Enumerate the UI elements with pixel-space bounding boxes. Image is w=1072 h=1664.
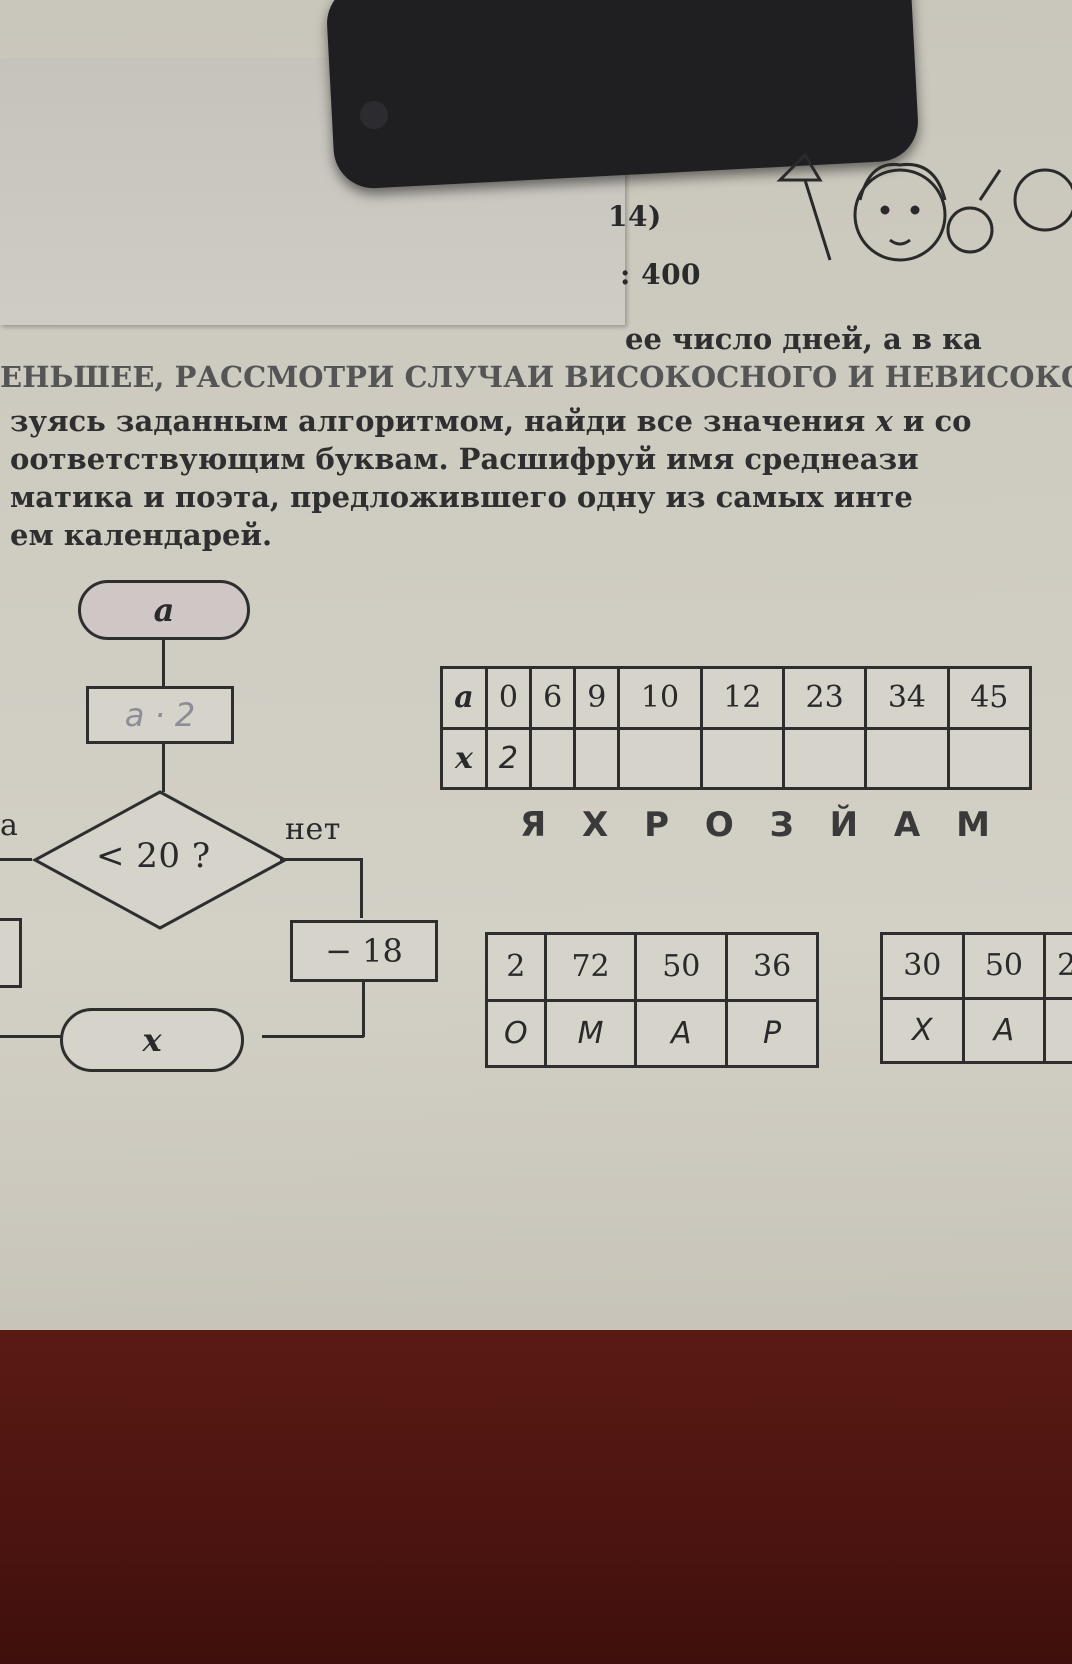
table-cell: 6 <box>529 666 577 730</box>
table-cell: 10 <box>617 666 703 730</box>
table-cell: 12 <box>699 666 785 730</box>
table-cell <box>699 726 785 790</box>
table-row: Х А <box>880 996 1072 1064</box>
text-line-6: ем календарей. <box>10 518 273 552</box>
no-label: нет <box>285 812 341 847</box>
letter: Й <box>829 805 871 845</box>
flow-step-subtract: − 18 <box>290 920 438 982</box>
table-cell: 23 <box>781 666 868 730</box>
table-cell: 34 <box>864 666 950 730</box>
var-x: x <box>875 404 893 438</box>
table-cell <box>529 726 577 790</box>
table-cell <box>946 726 1033 790</box>
arrow-left-end <box>262 1035 364 1038</box>
step1-text: a · 2 <box>124 696 196 734</box>
table-cell: 36 <box>725 932 819 1002</box>
flow-start: a <box>78 580 250 640</box>
answer-table-2: 30 50 2 Х А <box>880 932 1072 1064</box>
table-cell: 2 <box>484 726 533 790</box>
main-table: a 0 6 9 10 12 23 34 45 x 2 <box>440 666 1033 790</box>
table-row-a: a 0 6 9 10 12 23 34 45 <box>440 666 1033 730</box>
letter: Р <box>644 805 682 845</box>
flow-condition <box>31 790 289 930</box>
table-cell <box>781 726 868 790</box>
text-line-3: зуясь заданным алгоритмом, найди все зна… <box>10 404 866 438</box>
cartoon-illustration <box>776 152 1072 262</box>
letter: М <box>956 805 1002 845</box>
flow-yes-box <box>0 918 22 988</box>
table-cell: 30 <box>880 932 965 1000</box>
table-cell: 72 <box>543 932 638 1002</box>
table-row-x: x 2 <box>440 726 1033 790</box>
table-cell: А <box>634 998 729 1068</box>
table-row: 30 50 2 <box>880 932 1072 1000</box>
table-cell: a <box>440 666 488 730</box>
condition-text: < 20 ? <box>96 836 211 876</box>
letter-row: Я Х Р О З Й А М <box>520 805 1002 845</box>
arrow-down-2 <box>162 744 165 792</box>
page-ref: 14) <box>608 200 662 233</box>
table-cell: 9 <box>573 666 621 730</box>
text-line-1: ее число дней, а в ка <box>625 322 982 356</box>
table-cell <box>573 726 621 790</box>
arrow-down-1 <box>162 640 165 686</box>
letter: Я <box>520 805 559 845</box>
table-cell: x <box>440 726 488 790</box>
table-cell: 50 <box>961 932 1047 1000</box>
table-cell: А <box>961 996 1047 1064</box>
text-line-4: оответствующим буквам. Расшифруй имя сре… <box>10 442 919 476</box>
table-row: О М А Р <box>485 998 819 1068</box>
table-cell: О <box>485 998 547 1068</box>
table-cell: 2 <box>485 932 547 1002</box>
camera-icon <box>359 100 389 130</box>
flow-step-multiply: a · 2 <box>86 686 234 744</box>
letter: О <box>704 805 746 845</box>
flow-end: x <box>60 1008 244 1072</box>
table-cell: М <box>543 998 638 1068</box>
letter: Х <box>582 805 621 845</box>
table-cell: 2 <box>1043 932 1072 1000</box>
arrow-right-end <box>0 1035 62 1038</box>
table-cell <box>864 726 950 790</box>
table-cell: 45 <box>946 666 1033 730</box>
letter: А <box>893 805 933 845</box>
table-row: 2 72 50 36 <box>485 932 819 1002</box>
text-line-5: матика и поэта, предложившего одну из са… <box>10 480 913 514</box>
red-tablecloth <box>0 1330 1072 1664</box>
division-text: : 400 <box>620 258 702 291</box>
arrow-down-3 <box>360 858 363 918</box>
table-cell: 50 <box>634 932 729 1002</box>
table-cell: 0 <box>484 666 533 730</box>
table-cell <box>1043 996 1072 1064</box>
text-line-3-tail: и со <box>902 404 972 438</box>
text-line-3-wrap: зуясь заданным алгоритмом, найди все зна… <box>10 404 971 438</box>
yes-line <box>0 858 32 861</box>
table-cell: Х <box>880 996 965 1064</box>
text-line-2: ЕНЬШЕЕ, РАССМОТРИ СЛУЧАИ ВИСОКОСНОГО И Н… <box>0 360 1072 394</box>
letter: З <box>769 805 806 845</box>
arrow-down-4 <box>362 982 365 1037</box>
table-cell <box>617 726 703 790</box>
answer-table-1: 2 72 50 36 О М А Р <box>485 932 819 1068</box>
table-cell: Р <box>725 998 819 1068</box>
yes-label: а <box>0 808 19 843</box>
no-line <box>280 858 360 861</box>
